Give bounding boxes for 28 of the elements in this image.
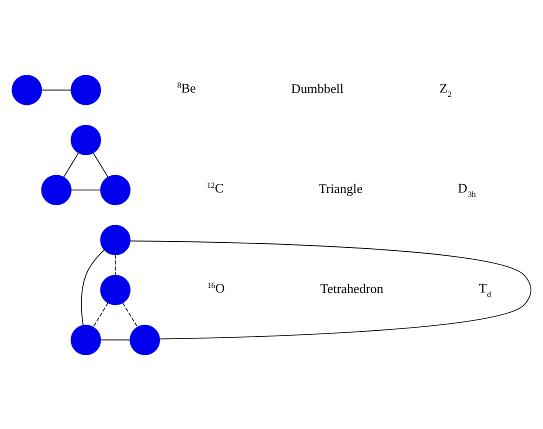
label: $^{16}$O (207, 280, 225, 295)
node-circle (100, 174, 130, 205)
connector (100, 339, 130, 340)
label: D$_{3h}$ (458, 180, 476, 198)
node-circle (130, 324, 160, 355)
node-circle (100, 224, 130, 255)
connector (81, 249, 105, 326)
label: T$_{d}$ (478, 280, 492, 298)
label: Triangle (318, 180, 363, 196)
connector (114, 254, 116, 275)
connector (63, 152, 79, 178)
connector (70, 189, 101, 190)
label: $^{12}$C (206, 180, 224, 195)
connector (92, 302, 108, 328)
connector (122, 302, 138, 328)
node-circle (70, 74, 101, 105)
connector (41, 89, 72, 90)
label: Tetrahedron (320, 280, 384, 296)
label: Dumbbell (291, 80, 344, 96)
node-circle (41, 174, 72, 205)
node-circle (12, 74, 42, 105)
node-circle (70, 124, 101, 155)
label: Z$_{2}$ (439, 80, 452, 98)
connector (92, 152, 108, 178)
label: $^{8}$Be (177, 80, 196, 95)
connector (130, 240, 532, 339)
node-circle (100, 274, 130, 305)
node-circle (70, 324, 101, 355)
